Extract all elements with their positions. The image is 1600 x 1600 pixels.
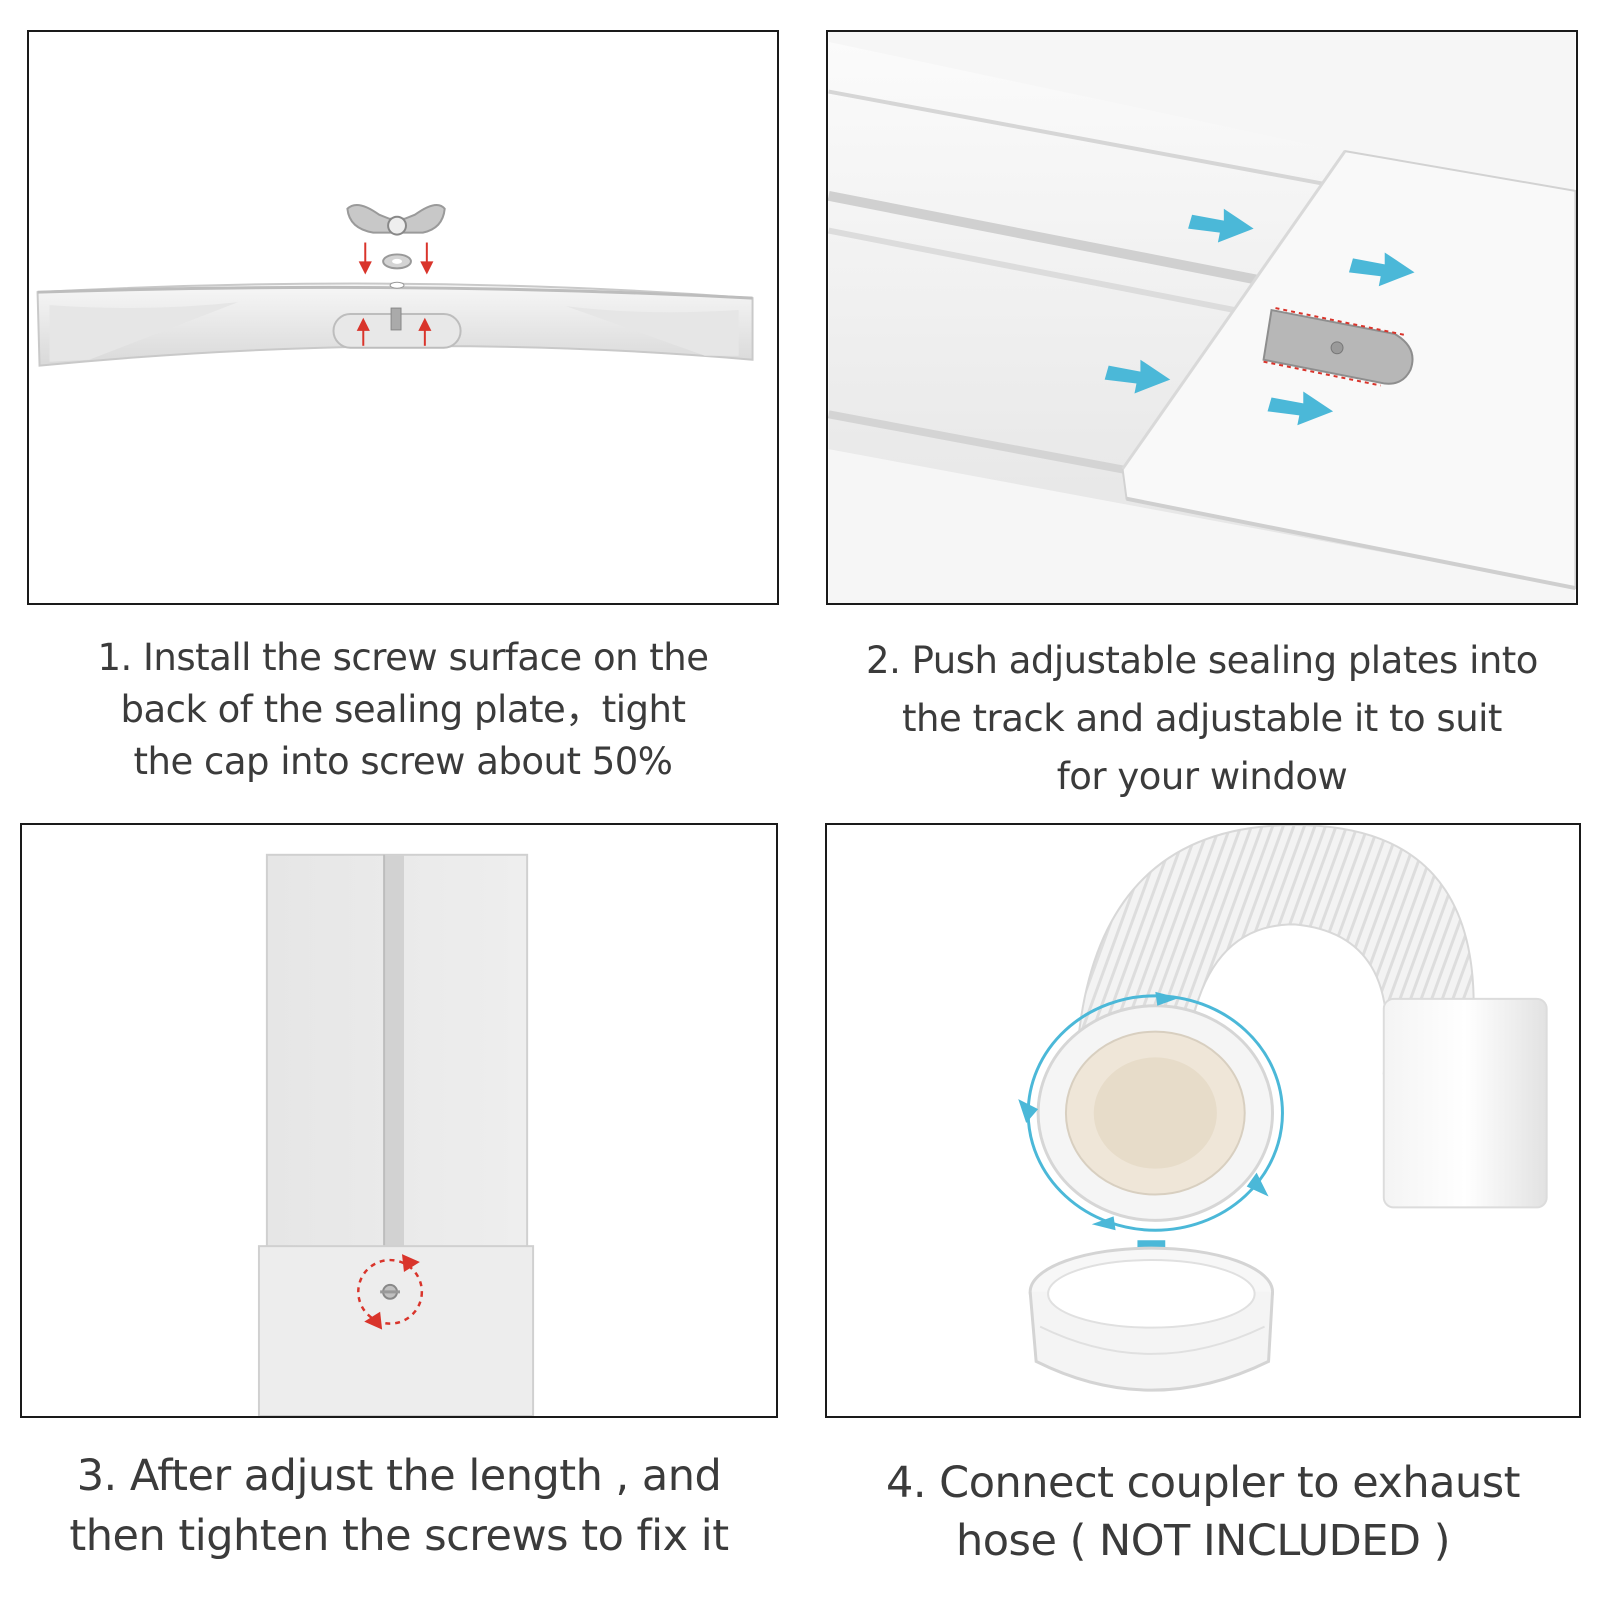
rotate-arrow-icon <box>1091 1216 1116 1231</box>
rotate-arrow-icon <box>364 1311 383 1330</box>
rotate-arrow-icon <box>1155 991 1180 1006</box>
exhaust-hose-illustration <box>1018 825 1548 1392</box>
step-2-image <box>826 30 1578 605</box>
arrow-right-icon <box>1188 208 1254 243</box>
step-2-caption: 2. Push adjustable sealing plates into t… <box>826 632 1578 806</box>
caption-line: 1. Install the screw surface on the <box>97 636 709 679</box>
step-4-image <box>825 823 1581 1418</box>
rotate-arrow-icon <box>1018 1099 1039 1123</box>
vertical-panel-illustration <box>257 853 535 1416</box>
sliding-panels-illustration <box>828 32 1576 603</box>
arrow-right-icon <box>1348 252 1415 287</box>
caption-line: then tighten the screws to fix it <box>69 1511 729 1561</box>
wing-nut-icon <box>346 203 446 236</box>
rotate-arrow-icon <box>1246 1172 1269 1197</box>
caption-line: 2. Push adjustable sealing plates into <box>866 639 1538 682</box>
caption-line: back of the sealing plate，tight <box>120 688 686 731</box>
step-4-caption: 4. Connect coupler to exhaust hose ( NOT… <box>825 1454 1581 1570</box>
caption-line: 3. After adjust the length , and <box>76 1451 722 1501</box>
caption-line: for your window <box>1056 755 1348 798</box>
rotate-arrow-icon <box>401 1254 420 1272</box>
caption-line: the cap into screw about 50% <box>133 740 673 783</box>
step-1-caption: 1. Install the screw surface on the back… <box>27 632 779 788</box>
arrow-right-icon <box>1267 391 1334 426</box>
step-3-image <box>20 823 778 1418</box>
sealing-plate-illustration <box>36 203 754 367</box>
step-1-image <box>27 30 779 605</box>
caption-line: 4. Connect coupler to exhaust <box>885 1458 1521 1508</box>
caption-line: hose ( NOT INCLUDED ) <box>956 1516 1450 1566</box>
arrow-right-icon <box>1104 359 1171 394</box>
step-3-caption: 3. After adjust the length , and then ti… <box>20 1446 778 1566</box>
caption-line: the track and adjustable it to suit <box>902 697 1502 740</box>
